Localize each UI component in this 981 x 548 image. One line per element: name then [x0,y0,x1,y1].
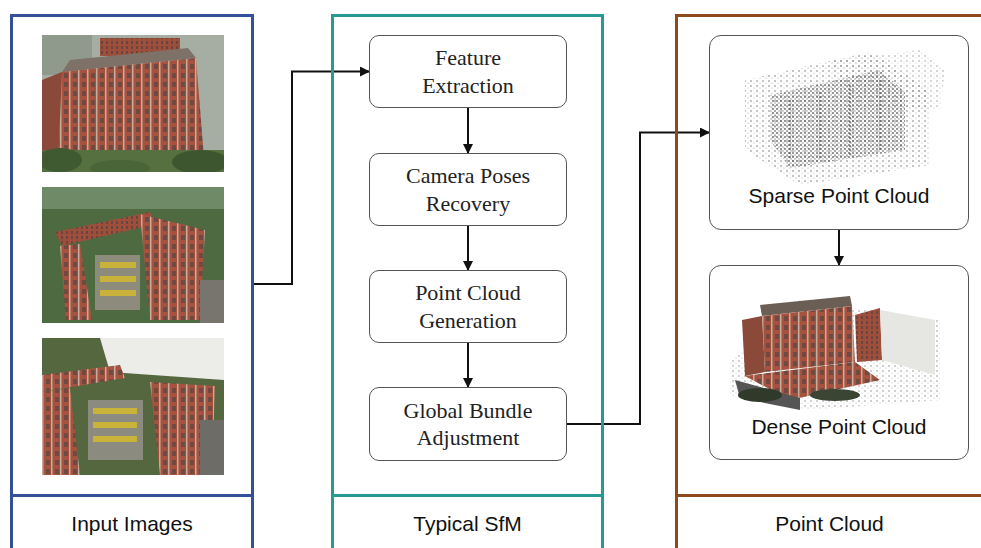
result-box: Dense Point Cloud [709,265,969,460]
panel-title: Input Images [13,497,251,548]
flow-arrow [838,230,840,265]
step-label: Global Bundle Adjustment [393,397,543,452]
step-label: Camera Poses Recovery [393,162,543,217]
flow-arrow [567,133,709,425]
flow-arrow [467,343,469,387]
dense-cloud-illustration [730,296,940,410]
stage-panel: Input Images [10,14,254,548]
result-label: Sparse Point Cloud [710,184,968,208]
step-label: Feature Extraction [393,44,543,99]
process-box: Camera Poses Recovery [369,153,567,226]
sparse-cloud-illustration [745,50,945,185]
process-box: Feature Extraction [369,35,567,108]
stage-panel: Point Cloud Sparse Point CloudDense Point… [675,14,981,548]
panel-label-bar: Typical SfM [334,494,601,548]
panel-label-bar: Input Images [13,494,251,548]
flow-arrow [467,226,469,270]
result-box: Sparse Point Cloud [709,35,969,230]
process-box: Point Cloud Generation [369,270,567,343]
photo-building-front [42,35,224,172]
step-label: Point Cloud Generation [393,279,543,334]
process-box: Global Bundle Adjustment [369,387,567,461]
photo-building-aerial [42,187,224,323]
flow-arrow [254,72,369,285]
stage-panel: Typical SfM Feature ExtractionCamera Pose… [331,14,604,548]
panel-title: Typical SfM [334,497,601,548]
result-label: Dense Point Cloud [710,415,968,439]
flow-arrow [467,108,469,153]
photo-building-roof [42,338,224,475]
panel-label-bar: Point Cloud [678,494,981,548]
panel-title: Point Cloud [678,497,981,548]
